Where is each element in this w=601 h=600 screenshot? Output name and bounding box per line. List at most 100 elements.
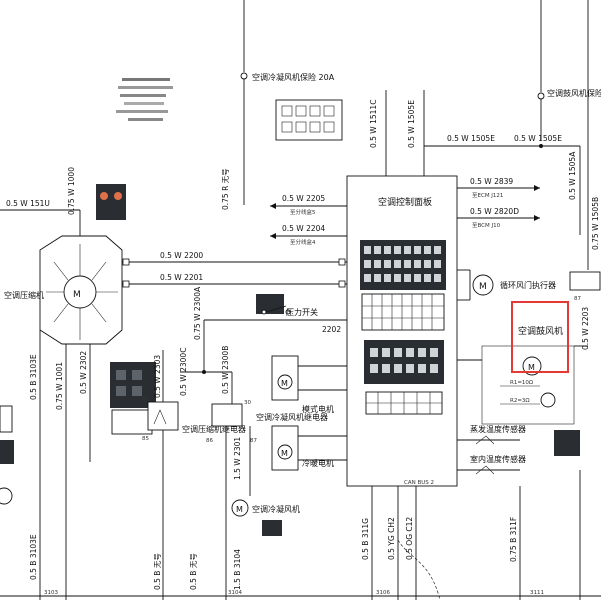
condenser-fan: M 空调冷凝风机 <box>231 499 300 536</box>
svg-text:至ECM J121: 至ECM J121 <box>472 192 503 199</box>
wire-2820d: 0.5 W 2820D 至BCM J10 <box>457 207 540 229</box>
svg-text:0.5 W 2205: 0.5 W 2205 <box>282 194 325 203</box>
mix-motor: M 冷暖电机 <box>271 425 347 471</box>
control-panel-box <box>346 175 458 487</box>
left-edge-photo <box>0 440 14 464</box>
panel-bottom-wires: CAN BUS 2 <box>371 480 441 600</box>
blower-fuse-label: 空调鼓风机保险 25A <box>547 88 601 98</box>
recirc-actuator: M 循环风门执行器 <box>457 269 556 301</box>
wire-ch2-label: 0.5 YG CH2 <box>387 517 396 560</box>
wire-311g-label: 0.5 B 311G <box>361 518 370 560</box>
wire-1505e-v-label: 0.5 W 1505E <box>407 100 416 148</box>
mix-motor-label: 冷暖电机 <box>302 458 334 468</box>
svg-text:2202: 2202 <box>322 325 341 334</box>
panel-connector-1-cells <box>364 246 441 282</box>
svg-text:R1=10Ω: R1=10Ω <box>510 380 533 386</box>
blower-highlight-box <box>511 301 569 373</box>
indoor-sensor-label: 室内温度传感器 <box>470 454 526 464</box>
svg-text:M: M <box>528 363 535 372</box>
ground-label-3: 3106 <box>376 590 390 596</box>
evap-sensor-label: 蒸发温度传感器 <box>470 424 526 434</box>
panel-connector-photo-1 <box>360 240 446 290</box>
wire-3103e2-label: 0.5 B 3103E <box>29 534 38 580</box>
ground-label-2: 3104 <box>228 590 242 596</box>
panel-connector-photo-2 <box>364 340 444 384</box>
compressor-label: 空调压缩机 <box>4 290 44 300</box>
svg-text:0.5 W 1505E: 0.5 W 1505E <box>514 134 562 143</box>
top-connector-diagram <box>275 99 343 141</box>
svg-text:0.5 W 2839: 0.5 W 2839 <box>470 177 513 186</box>
blower-fuse: 空调鼓风机保险 25A <box>537 0 601 140</box>
relay-pinout-grid <box>111 409 153 435</box>
svg-text:30: 30 <box>244 400 251 406</box>
svg-text:至BCM J10: 至BCM J10 <box>472 222 501 229</box>
wire-1511c-label: 0.5 W 1511C <box>369 100 378 148</box>
svg-text:至分线盒5: 至分线盒5 <box>290 208 316 216</box>
wire-1505b-label: 0.75 W 1505B <box>591 197 600 250</box>
condenser-fan-label: 空调冷凝风机 <box>252 504 300 514</box>
wire-2201: 0.5 W 2201 <box>122 273 347 288</box>
wire-2839: 0.5 W 2839 至ECM J121 <box>457 177 540 199</box>
pressure-switch: 压力开关 2202 <box>256 294 341 334</box>
wire-2302-label: 0.5 W 2302 <box>79 351 88 394</box>
wire-1001-label: 0.75 W 1001 <box>55 362 64 410</box>
svg-text:0.5 W 2820D: 0.5 W 2820D <box>470 207 519 216</box>
evap-sensor: 蒸发温度传感器 <box>457 424 526 445</box>
svg-text:87: 87 <box>574 296 581 302</box>
svg-text:0.5 W 1505E: 0.5 W 1505E <box>447 134 495 143</box>
panel-pinout-grid-1 <box>361 293 445 331</box>
wire-2203-label: 0.5 W 2203 <box>581 307 590 350</box>
svg-text:R2=3Ω: R2=3Ω <box>510 398 530 404</box>
svg-text:M: M <box>236 505 243 514</box>
wire-2301-label: 1.5 W 2301 <box>233 437 242 480</box>
compressor-connector-photo <box>96 184 126 220</box>
wire-1505a-label: 0.5 W 1505A <box>568 151 577 200</box>
relay-connector-photo <box>110 362 156 408</box>
pressure-switch-label: 压力开关 <box>286 307 318 317</box>
condenser-fan-fuse: 空调冷凝风机保险 20A <box>240 0 335 205</box>
svg-text:0.5 W 2300B: 0.5 W 2300B <box>221 346 230 394</box>
condenser-fuse-label: 空调冷凝风机保险 20A <box>252 72 335 82</box>
compressor: M 空调压缩机 <box>4 235 123 345</box>
wire-1505e: 0.5 W 1505E 0.5 W 1505E <box>424 134 580 148</box>
svg-text:0.5 W 2303: 0.5 W 2303 <box>153 355 162 398</box>
ground-label-1: 3103 <box>44 590 58 596</box>
svg-text:85: 85 <box>142 436 149 442</box>
svg-text:M: M <box>281 379 288 388</box>
compressor-relay-label: 空调压缩机继电器 <box>182 424 246 434</box>
svg-text:86: 86 <box>142 396 149 402</box>
svg-text:M: M <box>73 290 81 300</box>
wire-311f-label: 0.75 B 311F <box>509 517 518 562</box>
right-relay: 87 <box>569 271 601 302</box>
svg-text:至分线盒4: 至分线盒4 <box>290 238 316 246</box>
mode-motor-label: 模式电机 <box>302 404 334 414</box>
sensor-connector-photo <box>554 430 580 456</box>
blower-circuit: M R1=10Ω R2=3Ω <box>457 345 588 425</box>
wire-c12-label: 0.5 OG C12 <box>405 517 414 560</box>
condenser-relay-label: 空调冷凝风机继电器 <box>256 412 328 422</box>
svg-text:M: M <box>479 282 487 292</box>
svg-text:0.5 W 2200: 0.5 W 2200 <box>160 251 203 260</box>
recirc-actuator-label: 循环风门执行器 <box>500 280 556 290</box>
wire-2205: 0.5 W 2205 至分线盒5 <box>270 194 347 216</box>
mode-motor: M 模式电机 <box>271 355 347 414</box>
indoor-sensor: 室内温度传感器 <box>457 454 526 475</box>
header-notes <box>116 78 173 121</box>
svg-text:87: 87 <box>250 438 257 444</box>
ground-label-4: 3111 <box>530 590 544 596</box>
wire-1000-label: 0.75 W 1000 <box>67 167 76 215</box>
wire-bw3-label: 0.5 B 无号 <box>153 553 162 590</box>
condenser-relay: 30 87 86 0.5 W 2300B 空调冷凝风机继电器 <box>206 346 328 600</box>
control-panel-label: 空调控制面板 <box>378 196 432 208</box>
wire-2200: 0.5 W 2200 <box>122 251 347 266</box>
blower-label: 空调鼓风机 <box>518 325 563 337</box>
wire-3103e-label: 0.5 B 3103E <box>29 354 38 400</box>
svg-text:86: 86 <box>206 438 213 444</box>
wire-bw2-label: 0.5 B 无号 <box>189 553 198 590</box>
wire-3104-label: 1.5 B 3104 <box>233 549 242 590</box>
svg-text:0.5 W 2201: 0.5 W 2201 <box>160 273 203 282</box>
wire-2204: 0.5 W 2204 至分线盒4 <box>270 224 347 246</box>
wire-151u-label: 0.5 W 151U <box>6 199 50 208</box>
svg-text:M: M <box>281 449 288 458</box>
